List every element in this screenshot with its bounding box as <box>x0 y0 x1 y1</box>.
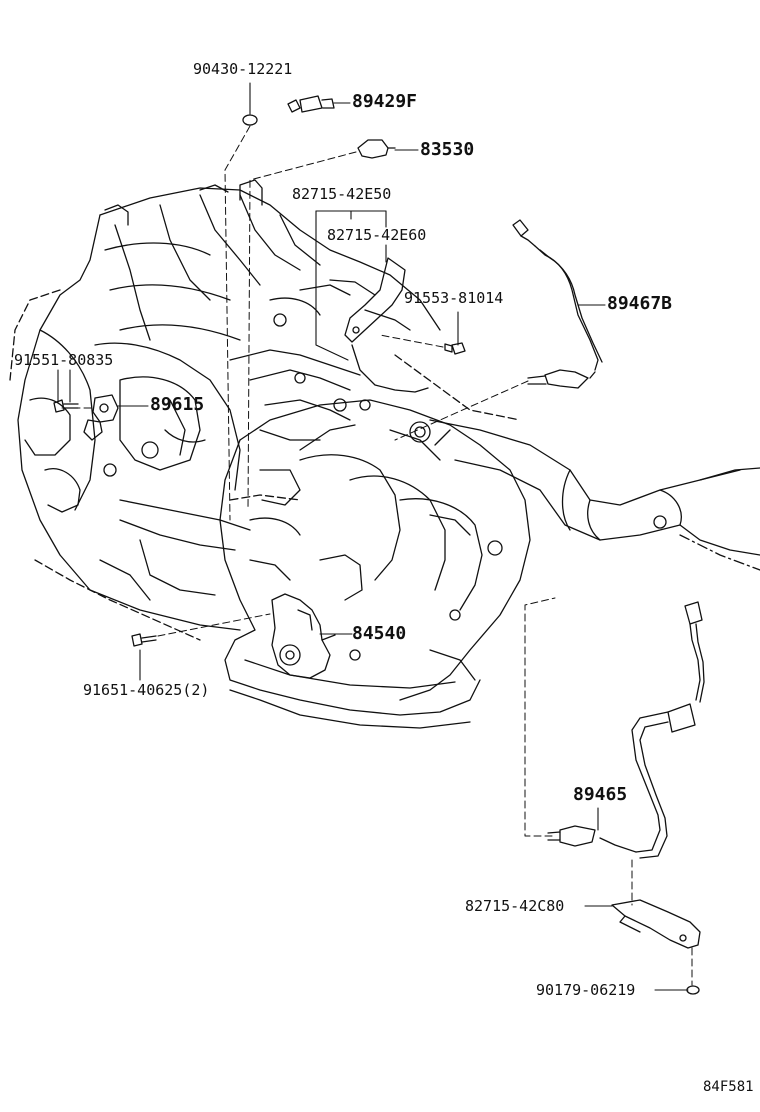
leader-lines <box>57 82 689 991</box>
knock-sensor-89615 <box>83 394 119 441</box>
label-91551-80835[interactable]: 91551-80835 <box>14 351 114 369</box>
sensor-bracket-82715-42c80 <box>611 899 701 949</box>
neutral-switch-84540 <box>271 593 336 679</box>
transaxle-housing <box>219 399 531 729</box>
label-82715-42e50[interactable]: 82715-42E50 <box>292 185 392 203</box>
oxygen-sensor-89467b <box>512 219 603 389</box>
exhaust-centerline <box>679 534 760 571</box>
engine-block <box>17 179 441 631</box>
label-89429f[interactable]: 89429F <box>352 91 418 112</box>
label-91651-40625[interactable]: 91651-40625(2) <box>83 681 210 699</box>
label-84540[interactable]: 84540 <box>352 623 407 644</box>
label-82715-42e60[interactable]: 82715-42E60 <box>327 226 427 244</box>
label-89467b[interactable]: 89467B <box>607 293 673 314</box>
exhaust-pipe <box>429 419 760 556</box>
label-90179-06219[interactable]: 90179-06219 <box>536 981 636 999</box>
diagram-code: 84F581 <box>703 1079 754 1095</box>
label-90430-12221[interactable]: 90430-12221 <box>193 60 293 78</box>
label-89615[interactable]: 89615 <box>150 394 205 415</box>
oxygen-sensor-89465 <box>547 601 705 859</box>
dashed-connection-lines <box>61 125 693 986</box>
label-91553-81014[interactable]: 91553-81014 <box>404 289 504 307</box>
label-89465[interactable]: 89465 <box>573 784 628 805</box>
label-82715-42c80[interactable]: 82715-42C80 <box>465 897 565 915</box>
harness-bracket-82715-42e60 <box>344 257 429 393</box>
engine-phantom-line <box>9 289 521 641</box>
label-83530[interactable]: 83530 <box>420 139 475 160</box>
